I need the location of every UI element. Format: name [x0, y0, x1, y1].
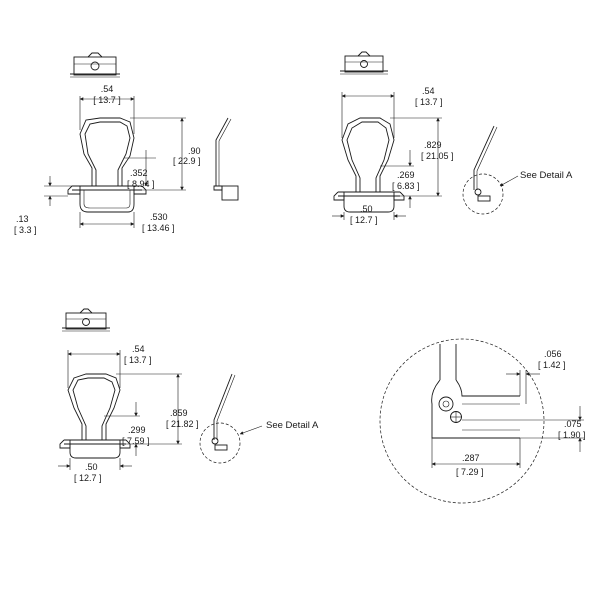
dim-height-in: .90 [188, 146, 201, 156]
view-bottom-left: .54 [ 13.7 ] .859 [ 21.82 ] .299 [ 7.59 … [58, 308, 319, 483]
see-detail-a-1: See Detail A [520, 170, 573, 181]
dim-detail-bottom-in: .287 [462, 453, 480, 463]
side-view-2 [462, 125, 504, 215]
dim-neck-in: .352 [130, 168, 148, 178]
top-view-thumb-1 [70, 52, 120, 78]
dim-width-in: .54 [101, 84, 114, 94]
detail-circle-ref-1 [462, 173, 504, 215]
dim-detail-right-mm: [ 1.90 ] [558, 430, 586, 440]
dim-height-in-2: .829 [424, 140, 442, 150]
dim-width-mm-2: [ 13.7 ] [415, 97, 443, 107]
dim-neck-in-3: .299 [128, 425, 146, 435]
detail-a-circle [379, 338, 545, 504]
top-view-thumb-2 [340, 51, 388, 75]
dim-height-mm-3: [ 21.82 ] [166, 419, 199, 429]
dim-base-in: .530 [150, 212, 168, 222]
dim-base-in-3: .50 [85, 462, 98, 472]
view-top-left: .54 [ 13.7 ] .90 [ 22.9 ] .352 [ 8.94 ] … [14, 52, 239, 235]
detail-a-view: .056 [ 1.42 ] .075 [ 1.90 ] .287 [ 7.29 … [379, 338, 586, 504]
dim-width-in-3: .54 [132, 344, 145, 354]
detail-circle-ref-2 [199, 422, 241, 464]
dim-detail-bottom-mm: [ 7.29 ] [456, 467, 484, 477]
side-view-3 [199, 373, 241, 464]
dim-width-mm-3: [ 13.7 ] [124, 355, 152, 365]
dim-neck-mm: [ 8.94 ] [127, 179, 155, 189]
dim-neck-in-2: .269 [397, 170, 415, 180]
clip-profile-2 [333, 117, 405, 213]
dim-base-in-2: .50 [360, 204, 373, 214]
see-detail-a-2: See Detail A [266, 420, 319, 431]
dim-thick-in: .13 [16, 214, 29, 224]
dim-height-mm-2: [ 21.05 ] [421, 151, 454, 161]
dim-neck-mm-3: [ 7.59 ] [122, 436, 150, 446]
dim-width-in-2: .54 [422, 86, 435, 96]
dim-base-mm: [ 13.46 ] [142, 223, 175, 233]
dim-detail-top-mm: [ 1.42 ] [538, 360, 566, 370]
dim-base-mm-2: [ 12.7 ] [350, 215, 378, 225]
dim-detail-top-in: .056 [544, 349, 562, 359]
dim-height-in-3: .859 [170, 408, 188, 418]
side-view-1 [213, 117, 239, 201]
clip-profile-3 [59, 373, 131, 459]
view-top-right: .54 [ 13.7 ] .829 [ 21.05 ] .269 [ 6.83 … [332, 51, 573, 225]
dim-height-mm: [ 22.9 ] [173, 156, 201, 166]
detail-hole-1 [438, 396, 454, 412]
dim-neck-mm-2: [ 6.83 ] [392, 181, 420, 191]
dim-base-mm-3: [ 12.7 ] [74, 473, 102, 483]
top-view-thumb-3 [62, 308, 110, 332]
dim-thick-mm: [ 3.3 ] [14, 225, 37, 235]
dim-detail-right-in: .075 [564, 419, 582, 429]
dim-width-mm: [ 13.7 ] [93, 95, 121, 105]
